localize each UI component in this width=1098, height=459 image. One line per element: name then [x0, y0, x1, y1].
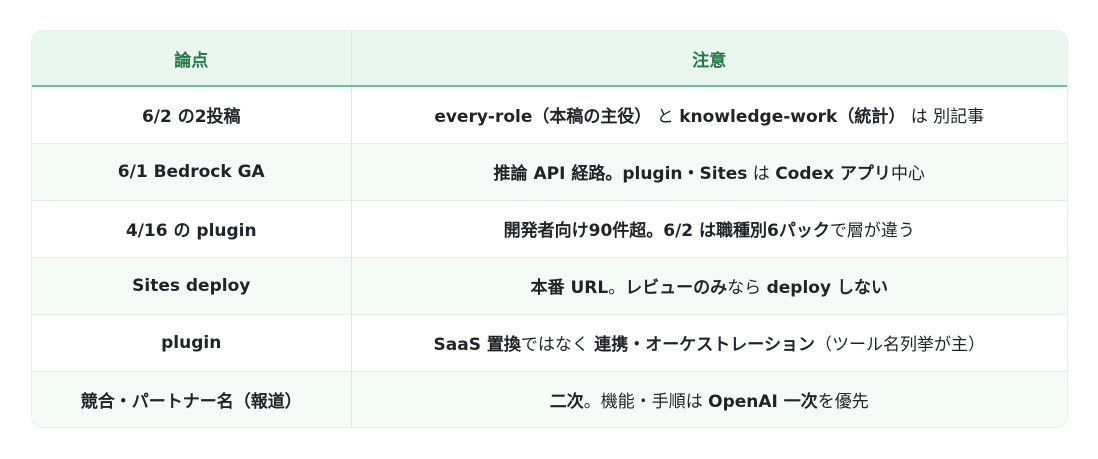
note-emphasis: レビューのみ [625, 278, 728, 298]
topic-cell: Sites deploy [32, 256, 351, 314]
note-text: は [747, 164, 776, 184]
comparison-table: 論点 注意 6/2 の2投稿 every-role（本稿の主役） と knowle… [32, 31, 1067, 427]
table-row: 競合・パートナー名（報道）二次。機能・手順は OpenAI 一次を優先 [32, 370, 1067, 427]
note-text: と [651, 107, 680, 128]
note-text: （ツール名列挙が主） [814, 335, 985, 355]
note-cell: every-role（本稿の主役） と knowledge-work（統計） は… [350, 86, 1067, 143]
note-text: なら [727, 278, 767, 298]
note-emphasis: OpenAI 一次 [708, 392, 818, 413]
note-cell: 本番 URL。レビューのみなら deploy しない [350, 256, 1067, 314]
note-text: で層が違う [829, 221, 915, 241]
table-body: 6/2 の2投稿 every-role（本稿の主役） と knowledge-wo… [32, 86, 1067, 427]
note-cell: 推論 API 経路。plugin・Sites は Codex アプリ中心 [350, 142, 1067, 200]
header-note: 注意 [350, 31, 1067, 87]
note-emphasis: 二次 [549, 392, 584, 413]
table-row: 6/2 の2投稿 every-role（本稿の主役） と knowledge-wo… [32, 86, 1067, 143]
topic-cell: plugin [32, 313, 351, 371]
note-text: 。 [608, 278, 626, 298]
note-cell: SaaS 置換ではなく 連携・オーケストレーション（ツール名列挙が主） [350, 313, 1067, 371]
note-emphasis: 推論 API 経路。plugin・Sites [493, 164, 748, 184]
topic-cell: 6/1 Bedrock GA [32, 142, 351, 200]
note-text: は 別記事 [905, 107, 985, 128]
note-emphasis: 開発者向け90件超。6/2 は職種別6パック [503, 221, 830, 241]
note-emphasis: Codex アプリ [775, 164, 891, 184]
note-cell: 二次。機能・手順は OpenAI 一次を優先 [350, 370, 1067, 427]
note-text: ではなく [520, 335, 595, 355]
note-emphasis: 連携・オーケストレーション [594, 335, 815, 355]
note-emphasis: 本番 URL [530, 278, 609, 298]
table-header-row: 論点 注意 [32, 31, 1067, 87]
note-emphasis: deploy しない [766, 278, 888, 298]
note-emphasis: SaaS 置換 [433, 335, 521, 355]
note-text: を優先 [817, 392, 869, 413]
header-topic: 論点 [32, 31, 351, 87]
comparison-table-container: 論点 注意 6/2 の2投稿 every-role（本稿の主役） と knowle… [31, 30, 1068, 428]
note-emphasis: every-role（本稿の主役） [434, 107, 652, 128]
note-emphasis: knowledge-work（統計） [679, 107, 906, 128]
topic-cell: 4/16 の plugin [32, 199, 351, 257]
topic-cell: 6/2 の2投稿 [141, 107, 241, 128]
topic-cell: 競合・パートナー名（報道） [32, 370, 351, 427]
note-text: 中心 [890, 164, 925, 184]
note-cell: 開発者向け90件超。6/2 は職種別6パックで層が違う [350, 199, 1067, 257]
note-text: 。機能・手順は [583, 392, 709, 413]
